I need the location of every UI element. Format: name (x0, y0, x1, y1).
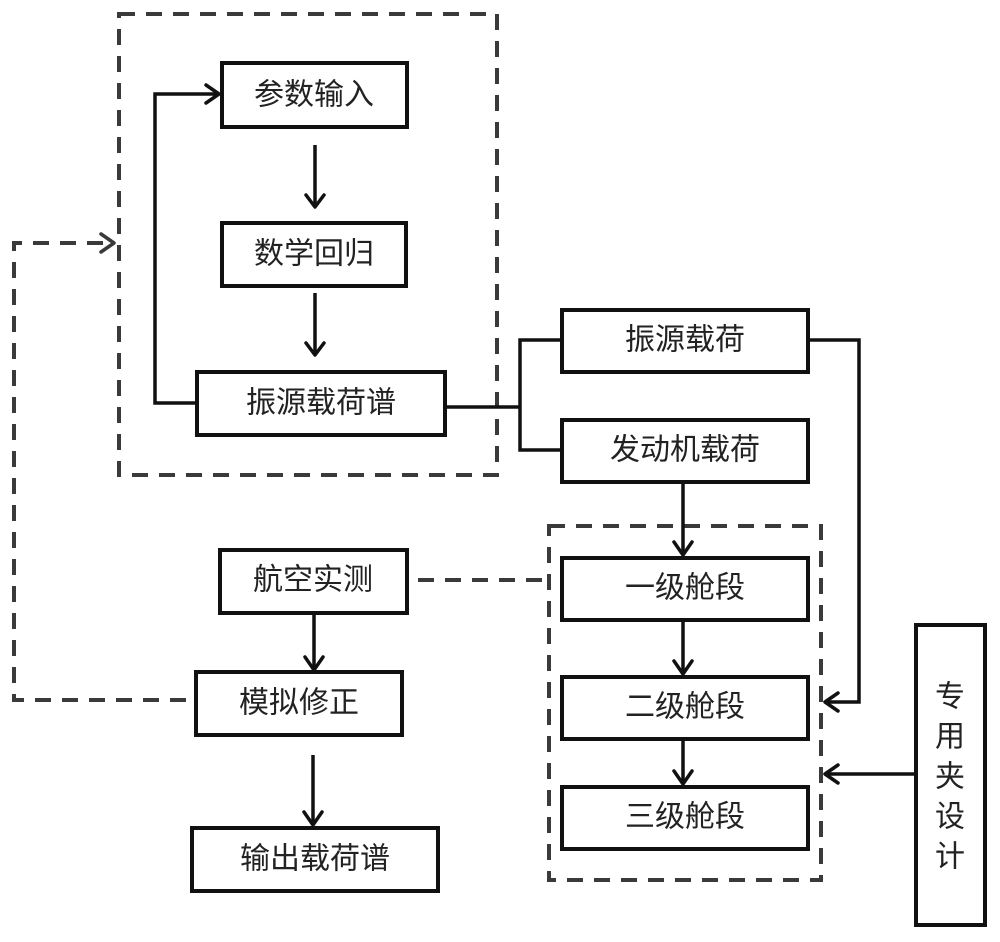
cabin-sections-group (547, 524, 823, 882)
node-stage3: 三级舱段 (560, 785, 810, 851)
node-label: 模拟修正 (239, 686, 359, 721)
node-label: 二级舱段 (625, 690, 745, 725)
node-label-char: 设 (935, 800, 965, 835)
node-label: 一级舱段 (625, 571, 745, 606)
arrowhead-icon (304, 193, 326, 209)
arrowhead-icon (304, 341, 326, 357)
node-label: 参数输入 (254, 78, 374, 113)
arrowhead-icon (672, 540, 694, 557)
node-label: 输出载荷谱 (240, 842, 390, 877)
node-label-char: 专 (935, 680, 965, 715)
node-engine-load: 发动机载荷 (560, 418, 810, 484)
node-label: 航空实测 (253, 563, 373, 598)
node-flight-measure: 航空实测 (218, 548, 409, 615)
node-label: 发动机载荷 (610, 433, 760, 468)
node-label-char: 计 (935, 840, 965, 875)
node-source-load-spectrum: 振源载荷谱 (195, 370, 447, 437)
node-label-char: 夹 (935, 760, 965, 795)
node-label: 振源载荷谱 (246, 386, 396, 421)
node-sim-correct: 模拟修正 (194, 670, 404, 737)
node-math-regression: 数学回归 (220, 221, 408, 288)
edge-correct-feedback-dashed (12, 241, 213, 702)
edge-source-load-to-stage2 (808, 338, 861, 704)
node-label: 数学回归 (254, 237, 374, 272)
node-param-input: 参数输入 (220, 61, 409, 129)
edge-spectrum-feedback-to-param (153, 92, 218, 405)
node-output-spectrum: 输出载荷谱 (190, 826, 440, 893)
arrowhead-icon (302, 810, 324, 827)
arrowhead-icon (99, 232, 116, 254)
node-label-char: 用 (935, 720, 965, 755)
node-stage1: 一级舱段 (560, 556, 810, 622)
arrowhead-icon (823, 763, 840, 785)
node-stage2: 二级舱段 (560, 675, 810, 741)
arrowhead-icon (672, 659, 694, 676)
arrowhead-icon (672, 769, 694, 786)
arrowhead-icon (823, 691, 840, 713)
node-label: 振源载荷 (625, 323, 745, 358)
node-fixture-design: 专 用 夹 设 计 (914, 623, 987, 927)
edge-branch-split (518, 338, 562, 452)
node-label: 三级舱段 (625, 800, 745, 835)
spectrum-generation-group (117, 12, 499, 477)
node-source-load: 振源载荷 (560, 308, 810, 374)
arrowhead-icon (204, 83, 221, 105)
